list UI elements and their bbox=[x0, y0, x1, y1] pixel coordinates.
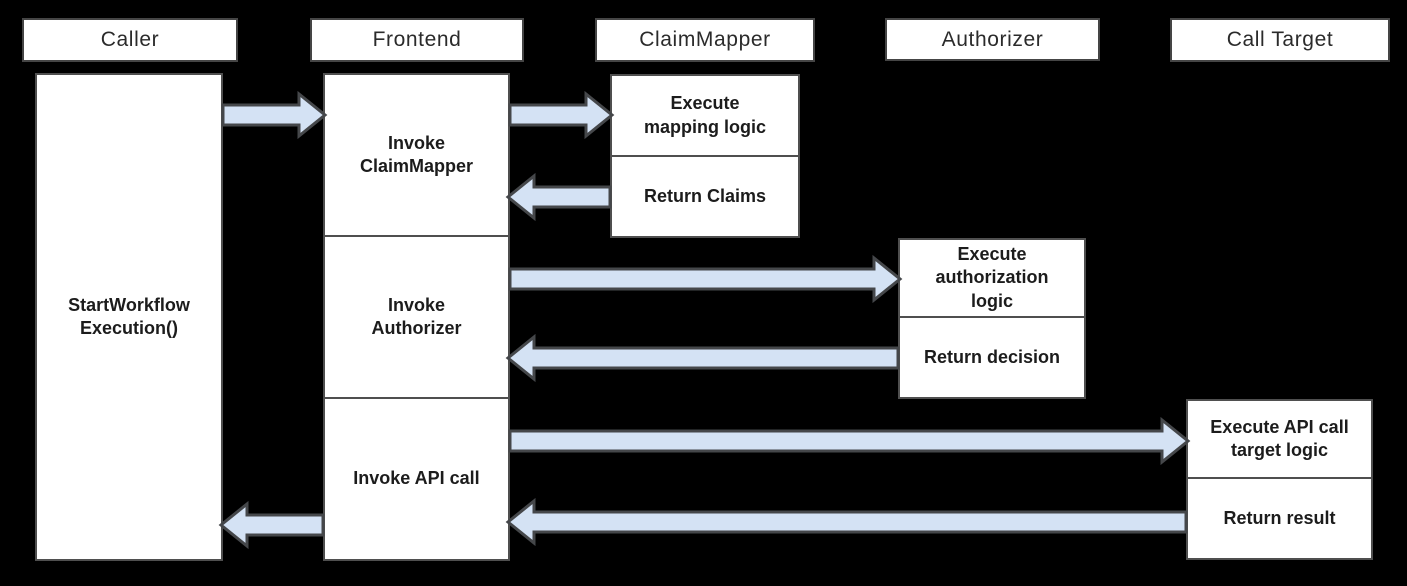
lifeline-header-caller-label: Caller bbox=[100, 28, 160, 51]
arrow-frontend-to-authorizer bbox=[508, 254, 903, 304]
activation-authorizer-return-decision: Return decision bbox=[898, 316, 1086, 399]
activation-label: Return result bbox=[1223, 507, 1336, 528]
lifeline-header-frontend-label: Frontend bbox=[372, 28, 462, 51]
activation-label: Invoke API call bbox=[353, 468, 480, 489]
activation-frontend-invoke-authorizer: Invoke Authorizer bbox=[323, 235, 510, 399]
activation-label: Invoke Authorizer bbox=[371, 294, 462, 338]
activation-label: Execute API call target logic bbox=[1210, 416, 1349, 460]
lifeline-header-claimmapper: ClaimMapper bbox=[595, 18, 815, 62]
arrow-calltarget-return-result bbox=[505, 497, 1188, 547]
activation-frontend-invoke-api-call: Invoke API call bbox=[323, 397, 510, 561]
activation-label: StartWorkflow Execution() bbox=[68, 294, 190, 338]
lifeline-header-calltarget-label: Call Target bbox=[1226, 28, 1334, 51]
lifeline-header-authorizer: Authorizer bbox=[885, 18, 1100, 61]
activation-label: Invoke ClaimMapper bbox=[359, 132, 474, 176]
lifeline-header-claimmapper-label: ClaimMapper bbox=[639, 28, 771, 51]
arrow-caller-to-frontend-invoke bbox=[221, 90, 328, 140]
activation-calltarget-return-result: Return result bbox=[1186, 477, 1373, 560]
activation-label: Return decision bbox=[923, 346, 1061, 367]
activation-authorizer-execute-authorization-logic: Execute authorization logic bbox=[898, 238, 1086, 318]
activation-claimmapper-return-claims: Return Claims bbox=[610, 155, 800, 238]
lifeline-header-authorizer-label: Authorizer bbox=[941, 27, 1044, 51]
arrow-authorizer-return-decision bbox=[505, 333, 900, 383]
arrow-frontend-return-to-caller bbox=[218, 500, 325, 550]
arrow-claimmapper-return-claims bbox=[505, 172, 612, 222]
arrow-frontend-to-claimmapper bbox=[508, 90, 615, 140]
lifeline-header-calltarget: Call Target bbox=[1170, 18, 1390, 62]
activation-label: Return Claims bbox=[643, 185, 767, 206]
activation-frontend-invoke-claimmapper: Invoke ClaimMapper bbox=[323, 73, 510, 237]
lifeline-header-caller: Caller bbox=[22, 18, 238, 62]
arrow-frontend-to-calltarget bbox=[508, 416, 1191, 466]
activation-calltarget-execute-api-call-target-logic: Execute API call target logic bbox=[1186, 399, 1373, 479]
activation-label: Execute authorization logic bbox=[935, 243, 1049, 311]
activation-label: Execute mapping logic bbox=[643, 93, 766, 137]
activation-claimmapper-execute-mapping-logic: Execute mapping logic bbox=[610, 74, 800, 157]
activation-caller-startworkflowexecution: StartWorkflow Execution() bbox=[35, 73, 223, 561]
lifeline-header-frontend: Frontend bbox=[310, 18, 524, 62]
